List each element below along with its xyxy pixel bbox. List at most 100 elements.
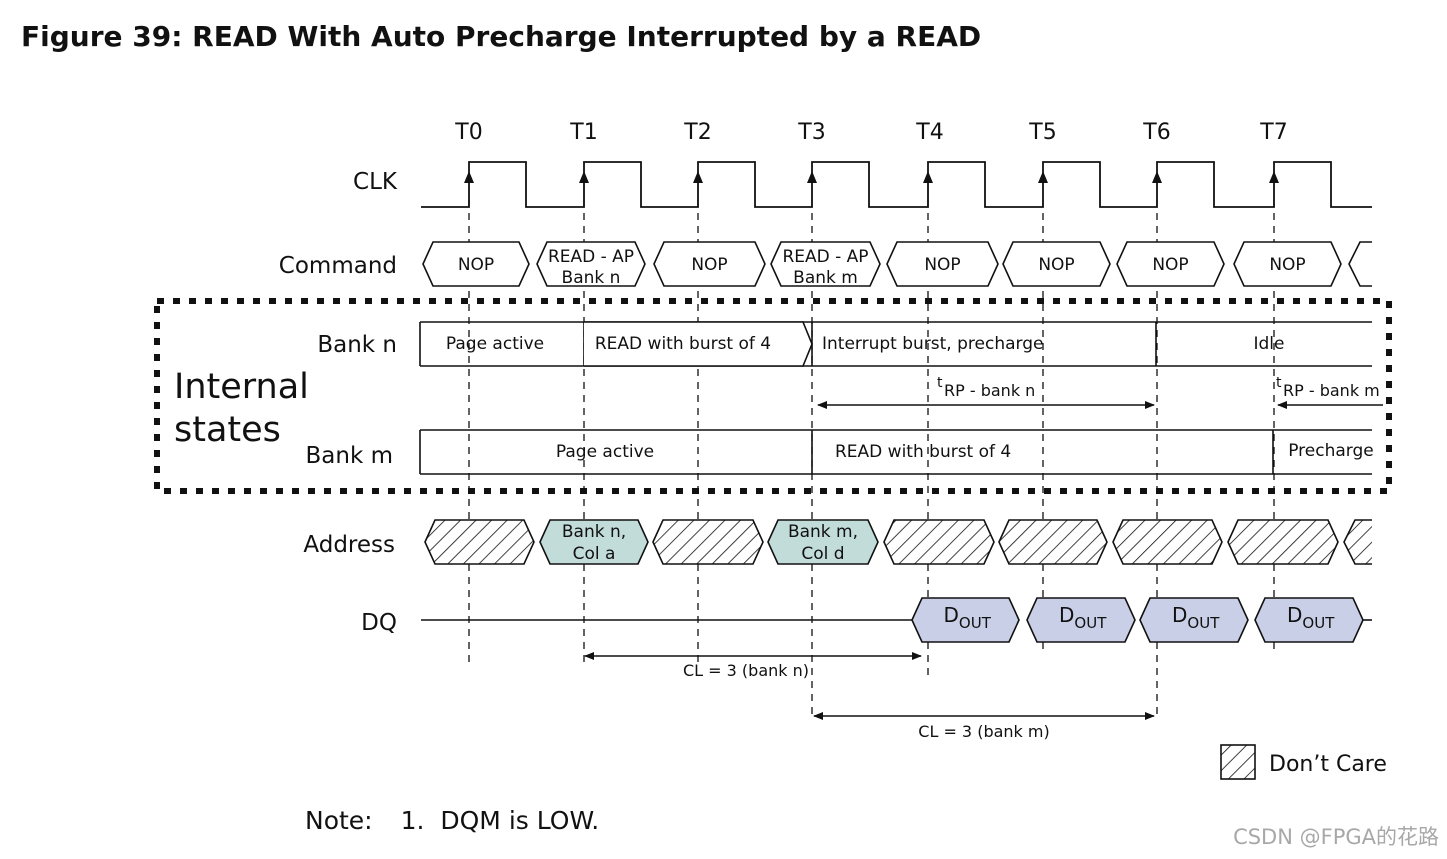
bank-n-label: Bank n (317, 332, 397, 358)
trp-bank-m-sub: RP - bank m (1283, 381, 1380, 400)
command-text-1-line1: READ - AP (548, 247, 634, 267)
command-cell-0 (422, 241, 530, 287)
address-text-1-line2: Col a (573, 544, 616, 564)
command-cell-partial (1348, 241, 1372, 287)
clock-label-t2: T2 (683, 120, 711, 145)
clk-edge-arrow-0 (464, 171, 474, 183)
figure-title: Figure 39: READ With Auto Precharge Inte… (21, 20, 982, 53)
address-cell-5 (998, 519, 1108, 565)
bank-m-state-read-burst: READ with burst of 4 (835, 442, 1011, 462)
dq-burst-2 (1139, 597, 1249, 643)
dont-care-swatch (1220, 744, 1256, 780)
trp-bank-n-annotation: t RP - bank n (817, 375, 1155, 409)
legend: Don’t Care (1220, 744, 1387, 780)
trp-bank-m-annotation: t RP - bank m (1276, 375, 1383, 409)
bank-n-state-read-burst: READ with burst of 4 (595, 334, 771, 354)
cl-bank-n-label: CL = 3 (bank n) (683, 661, 809, 680)
command-cell-3 (770, 241, 881, 287)
dq-label: DQ (361, 610, 397, 636)
clock-label-t6: T6 (1142, 120, 1170, 145)
command-text-3-line2: Bank m (793, 268, 858, 288)
address-row: Bank n,Col a Bank m,Col d (424, 519, 1372, 565)
trp-bank-m-t: t (1276, 375, 1282, 391)
trp-bank-n-t: t (937, 375, 943, 391)
note-number: 1. (400, 806, 425, 835)
note-text: DQM is LOW. (440, 806, 600, 835)
clk-edge-arrow-2 (693, 171, 703, 183)
address-cell-4 (883, 519, 995, 565)
clk-edge-arrow-4 (923, 171, 933, 183)
address-cell-partial (1343, 519, 1372, 565)
internal-states-label-line1: Internal (174, 367, 309, 407)
clock-label-t3: T3 (797, 120, 825, 145)
trp-bank-n-sub: RP - bank n (944, 381, 1035, 400)
command-text-4: NOP (924, 255, 960, 275)
command-text-1-line2: Bank n (562, 268, 621, 288)
dont-care-label: Don’t Care (1269, 752, 1387, 777)
internal-states-box (154, 298, 1392, 494)
clk-label: CLK (353, 169, 398, 195)
clock-tick-labels: T0 T1 T2 T3 T4 T5 T6 T7 (454, 120, 1287, 145)
dq-burst-0-text: DOUT (944, 603, 992, 632)
dq-burst-1 (1026, 597, 1136, 643)
command-cell-4 (886, 241, 999, 287)
bank-n-state-idle: Idle (1254, 334, 1285, 354)
address-cell-7 (1227, 519, 1339, 565)
bank-m-label: Bank m (306, 443, 394, 469)
cl-bank-n-annotation: CL = 3 (bank n) (584, 652, 922, 680)
address-cell-1 (539, 519, 649, 565)
bank-m-frame (419, 429, 1372, 475)
command-text-7: NOP (1269, 255, 1305, 275)
dq-burst-2-text: DOUT (1172, 603, 1220, 632)
clock-label-t7: T7 (1259, 120, 1287, 145)
command-cell-7 (1233, 241, 1342, 287)
command-cell-1 (536, 241, 646, 287)
bank-n-frame (419, 321, 1372, 367)
clock-label-t1: T1 (569, 120, 597, 145)
bank-n-state-page-active: Page active (446, 334, 544, 354)
address-cell-0 (424, 519, 535, 565)
dq-burst-0 (911, 597, 1020, 643)
command-text-6: NOP (1152, 255, 1188, 275)
clk-edge-arrow-3 (807, 171, 817, 183)
clk-edge-arrow-7 (1269, 171, 1279, 183)
address-cell-3 (767, 519, 879, 565)
address-cell-6 (1112, 519, 1223, 565)
command-label: Command (279, 253, 397, 279)
command-cell-6 (1116, 241, 1225, 287)
bank-m-state-page-active: Page active (556, 442, 654, 462)
address-label: Address (303, 532, 395, 558)
command-text-3-line1: READ - AP (782, 247, 868, 267)
command-cell-5 (1002, 241, 1111, 287)
dq-burst-1-text: DOUT (1059, 603, 1107, 632)
clk-waveform (421, 161, 1372, 208)
note: Note: 1. DQM is LOW. (305, 806, 599, 835)
dq-row: DOUT DOUT DOUT DOUT (421, 597, 1372, 643)
clk-edge-arrow-1 (579, 171, 589, 183)
clk-edge-arrow-5 (1038, 171, 1048, 183)
command-text-0: NOP (458, 255, 494, 275)
clock-label-t4: T4 (915, 120, 943, 145)
bank-n-row: Page active READ with burst of 4 Interru… (419, 321, 1372, 367)
watermark: CSDN @FPGA的花路 (1233, 825, 1439, 849)
bank-m-state-precharge: Precharge (1288, 441, 1374, 461)
command-cell-2 (653, 241, 766, 287)
bank-n-state-interrupt: Interrupt burst, precharge (822, 334, 1043, 354)
clock-label-t5: T5 (1028, 120, 1056, 145)
clock-label-t0: T0 (454, 120, 482, 145)
cl-bank-m-annotation: CL = 3 (bank m) (813, 712, 1155, 741)
command-text-2: NOP (691, 255, 727, 275)
cl-bank-m-label: CL = 3 (bank m) (918, 722, 1049, 741)
address-text-1-line1: Bank n, (562, 522, 626, 542)
address-text-3-line1: Bank m, (788, 522, 858, 542)
dq-burst-3-text: DOUT (1287, 603, 1335, 632)
address-text-3-line2: Col d (801, 544, 844, 564)
clk-edge-arrows (464, 171, 1279, 183)
note-label: Note: (305, 806, 373, 835)
command-text-5: NOP (1038, 255, 1074, 275)
clk-edge-arrow-6 (1152, 171, 1162, 183)
address-cell-2 (652, 519, 764, 565)
bank-m-row: Page active READ with burst of 4 Prechar… (419, 429, 1374, 475)
